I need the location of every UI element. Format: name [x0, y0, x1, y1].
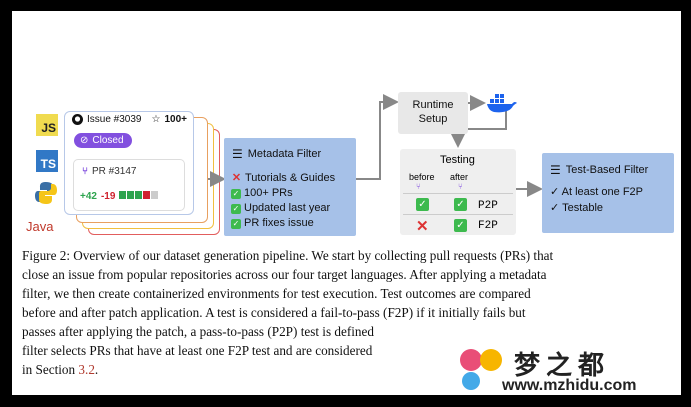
- pipeline-arrows: [208, 94, 543, 197]
- filter-icon: ☰: [550, 163, 561, 177]
- pr-box: [73, 159, 185, 211]
- diff-stats: +42 -19: [80, 191, 159, 202]
- check-icon: ✓: [231, 203, 241, 214]
- testing-box: Testing before after ⑂ ⑂ ✓ ✓ P2P ✕ ✓ F2P: [400, 149, 516, 235]
- caption-line: filter selects PRs that have at least on…: [22, 343, 373, 358]
- check-icon: ✓: [231, 188, 241, 199]
- python-icon: [35, 182, 57, 204]
- lines-removed: -19: [100, 191, 116, 202]
- p2p-label: P2P: [478, 200, 498, 212]
- caption-line: close an issue from popular repositories…: [22, 267, 547, 282]
- caption-line: passes after applying the patch, a pass-…: [22, 324, 374, 339]
- p2p-after-check-icon: ✓: [454, 198, 467, 211]
- test-filter-title: ☰ Test-Based Filter: [550, 163, 649, 177]
- caption-line: before and after patch application. A te…: [22, 305, 526, 320]
- filter-icon: ☰: [232, 147, 243, 161]
- test-filter-item: ✓ At least one F2P: [550, 186, 643, 198]
- f2p-after-check-icon: ✓: [454, 219, 467, 232]
- pr-icon-before: ⑂: [416, 182, 421, 191]
- star-icon: ☆: [151, 114, 161, 125]
- watermark-title: 梦之都: [514, 350, 611, 380]
- before-label: before: [409, 172, 435, 182]
- f2p-label: F2P: [478, 220, 498, 232]
- section-link[interactable]: 3.2: [78, 362, 95, 377]
- filter-item: ✓100+ PRs: [231, 187, 293, 199]
- docker-icon: [487, 94, 517, 113]
- x-icon: ✕: [231, 172, 242, 184]
- javascript-icon: JS: [36, 114, 58, 136]
- caption-line: filter, we then create containerized env…: [22, 286, 531, 301]
- metadata-filter-box: ☰ Metadata Filter ✕Tutorials & Guides ✓1…: [224, 138, 356, 236]
- filter-item: ✓PR fixes issue: [231, 217, 314, 229]
- figure-page: JS TS Java Issue #3039 ☆ 100+ ⊘ Closed ⑂…: [12, 11, 681, 395]
- github-icon: [72, 114, 83, 125]
- filter-item: ✕Tutorials & Guides: [231, 172, 336, 184]
- star-count: 100+: [164, 114, 187, 125]
- issue-number: Issue #3039: [87, 114, 142, 125]
- f2p-before-x-icon: ✕: [416, 218, 429, 235]
- testing-title: Testing: [440, 154, 475, 166]
- figure-caption: Figure 2: Overview of our dataset genera…: [22, 246, 678, 379]
- test-filter-item: ✓ Testable: [550, 202, 604, 214]
- metadata-filter-title: ☰ Metadata Filter: [232, 147, 322, 161]
- filter-item: ✓Updated last year: [231, 202, 331, 214]
- closed-badge: ⊘ Closed: [74, 133, 132, 148]
- caption-line: Figure 2: Overview of our dataset genera…: [22, 248, 554, 263]
- runtime-setup-box: Runtime Setup: [398, 92, 468, 134]
- metadata-filter-list: ✕Tutorials & Guides ✓100+ PRs ✓Updated l…: [231, 171, 335, 231]
- java-label: Java: [26, 219, 54, 234]
- chat-bubbles-icon: [460, 349, 502, 390]
- p2p-before-check-icon: ✓: [416, 198, 429, 211]
- lines-added: +42: [80, 191, 97, 202]
- pr-icon-after: ⑂: [458, 182, 463, 191]
- after-label: after: [450, 172, 469, 182]
- pull-request-icon: ⑂: [82, 166, 88, 177]
- typescript-icon: TS: [36, 150, 58, 172]
- watermark-url: www.mzhidu.com: [502, 377, 637, 394]
- check-circle-icon: ⊘: [80, 135, 89, 146]
- pr-title: ⑂ PR #3147: [82, 166, 137, 177]
- diff-bar: [119, 191, 159, 202]
- caption-line: in Section 3.2.: [22, 362, 99, 377]
- test-based-filter-box: ☰ Test-Based Filter ✓ At least one F2P ✓…: [542, 153, 674, 233]
- issue-header: Issue #3039 ☆ 100+: [72, 114, 187, 125]
- check-icon: ✓: [231, 218, 241, 229]
